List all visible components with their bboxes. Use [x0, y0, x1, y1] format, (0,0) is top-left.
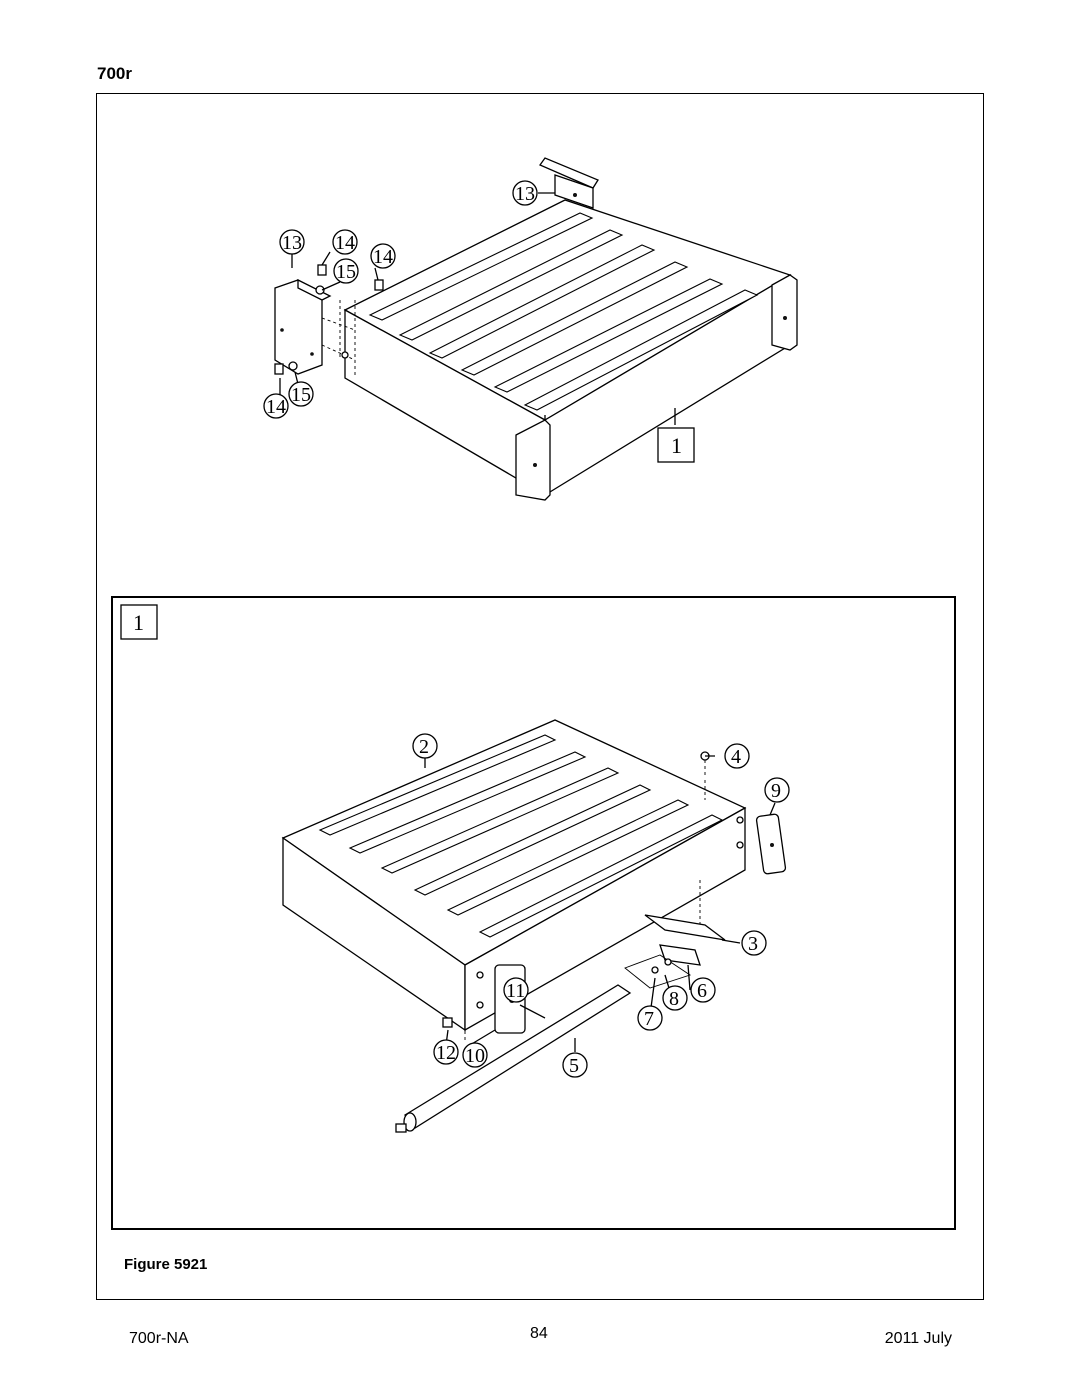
svg-text:8: 8 [669, 988, 679, 1010]
svg-text:14: 14 [373, 246, 393, 268]
svg-text:4: 4 [731, 746, 741, 768]
svg-text:12: 12 [436, 1042, 456, 1064]
svg-text:15: 15 [336, 261, 356, 283]
footer-date: 2011 July [884, 1330, 952, 1347]
svg-text:3: 3 [748, 933, 758, 955]
model-label: 700r [97, 64, 132, 83]
svg-text:7: 7 [644, 1008, 654, 1030]
footer-doc-id: 700r-NA [129, 1330, 189, 1347]
svg-text:13: 13 [515, 183, 535, 205]
svg-text:10: 10 [465, 1045, 485, 1067]
svg-text:2: 2 [419, 736, 429, 758]
top-tray-assembly: 13 13 14 14 15 14 15 [263, 157, 798, 501]
svg-text:9: 9 [771, 780, 781, 802]
detail-inset-frame [111, 596, 956, 1230]
svg-text:5: 5 [569, 1055, 579, 1077]
assembly-label-top: 1 [671, 433, 682, 458]
svg-text:13: 13 [282, 232, 302, 254]
svg-text:11: 11 [506, 980, 525, 1002]
svg-text:14: 14 [266, 396, 286, 418]
figure-caption: Figure 5921 [124, 1256, 208, 1273]
page-number: 84 [530, 1325, 548, 1342]
svg-text:15: 15 [291, 384, 311, 406]
svg-text:14: 14 [335, 232, 355, 254]
svg-text:6: 6 [697, 980, 707, 1002]
exploded-tray-assembly: 2 4 9 3 11 8 6 7 12 10 5 [120, 604, 790, 1133]
assembly-label-inset: 1 [133, 610, 144, 635]
figure-frame [96, 93, 984, 1300]
